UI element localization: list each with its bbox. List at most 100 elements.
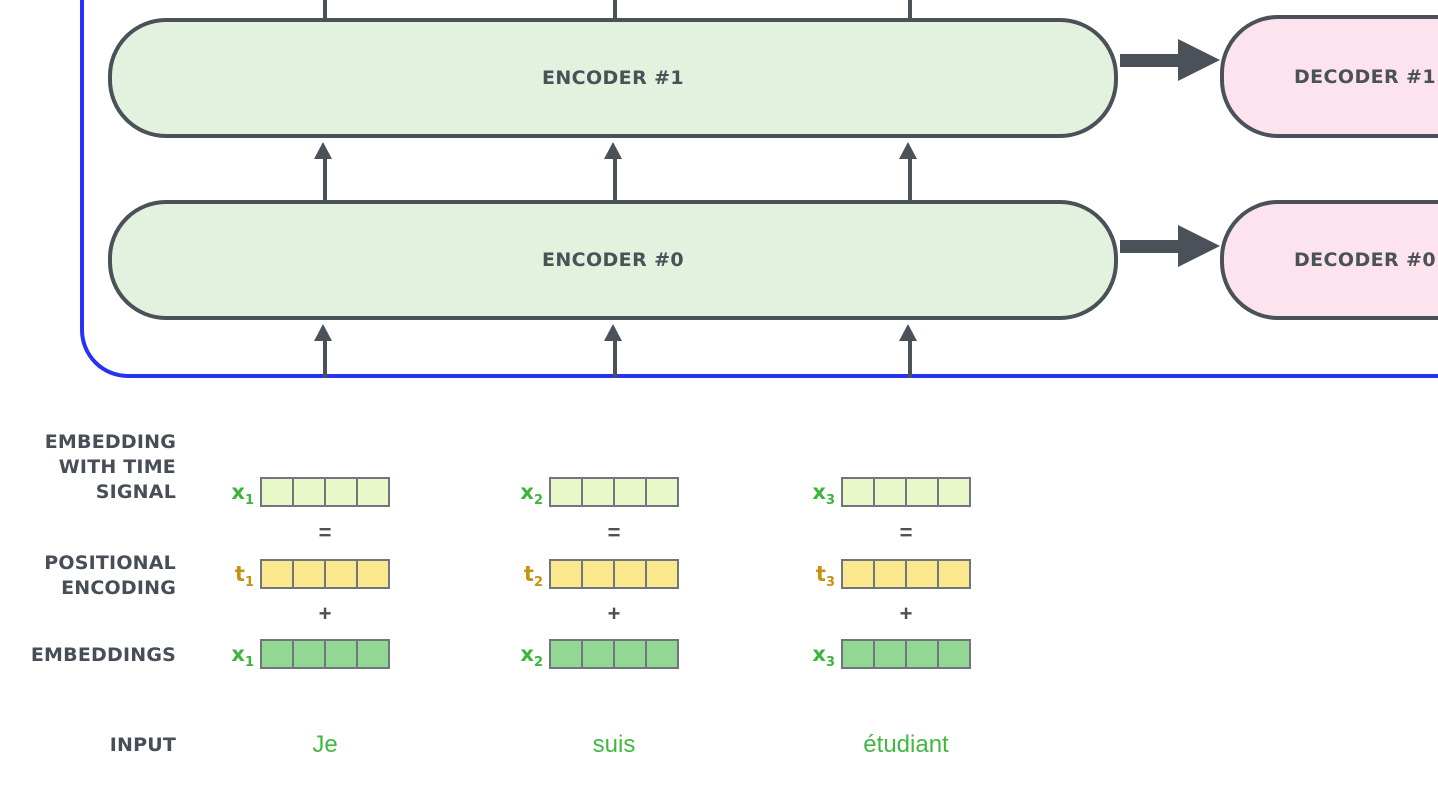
positional-vector-label: t3 bbox=[815, 562, 835, 591]
encoder-0-label: ENCODER #0 bbox=[541, 249, 685, 271]
up-arrow-icon bbox=[899, 324, 917, 341]
up-arrow-stem bbox=[908, 338, 912, 378]
label-line: WITH TIME bbox=[58, 456, 176, 478]
vector-cell bbox=[262, 641, 294, 667]
equals-sign: = bbox=[899, 520, 913, 545]
vector-cell bbox=[326, 479, 358, 505]
vector-cell bbox=[843, 479, 875, 505]
row-label-embeddings: EMBEDDINGS bbox=[0, 643, 176, 668]
vector-cell bbox=[583, 479, 615, 505]
vector-cell bbox=[294, 561, 326, 587]
time-signal-vector bbox=[841, 477, 971, 507]
vector-cell bbox=[907, 641, 939, 667]
embedding-vector-label: x2 bbox=[520, 642, 543, 671]
vector-cell bbox=[907, 561, 939, 587]
vector-cell bbox=[939, 641, 969, 667]
label-line: INPUT bbox=[109, 734, 176, 756]
time-signal-vector bbox=[260, 477, 390, 507]
row-label-embedding-with-time-signal: EMBEDDING WITH TIME SIGNAL bbox=[0, 430, 176, 505]
label-line: EMBEDDING bbox=[44, 431, 176, 453]
word-column-3: x3 = t3 + x3 étudiant bbox=[812, 430, 971, 793]
encoder-to-decoder-arrow-stem bbox=[1120, 54, 1180, 67]
up-arrow-icon bbox=[604, 142, 622, 159]
positional-encoding-vector bbox=[549, 559, 679, 589]
label-line: SIGNAL bbox=[95, 481, 176, 503]
time-signal-vector bbox=[549, 477, 679, 507]
vector-cell bbox=[647, 641, 677, 667]
up-arrow-stem bbox=[908, 156, 912, 204]
vector-cell bbox=[326, 641, 358, 667]
embedding-vector bbox=[549, 639, 679, 669]
vector-cell bbox=[615, 479, 647, 505]
row-label-positional-encoding: POSITIONAL ENCODING bbox=[0, 551, 176, 601]
plus-sign: + bbox=[318, 601, 332, 626]
vector-cell bbox=[647, 479, 677, 505]
positional-encoding-vector bbox=[260, 559, 390, 589]
encoder-to-decoder-arrow-stem bbox=[1120, 240, 1180, 253]
vector-cell bbox=[551, 561, 583, 587]
up-arrow-icon bbox=[314, 142, 332, 159]
vector-cell bbox=[875, 479, 907, 505]
vector-cell bbox=[875, 641, 907, 667]
decoder-1-box: DECODER #1 bbox=[1220, 15, 1438, 138]
input-word: Je bbox=[312, 731, 338, 758]
plus-sign: + bbox=[899, 601, 913, 626]
output-line-icon bbox=[908, 0, 912, 20]
vector-cell bbox=[875, 561, 907, 587]
label-line: EMBEDDINGS bbox=[30, 644, 176, 666]
vector-cell bbox=[583, 641, 615, 667]
time-signal-vector-label: x1 bbox=[231, 480, 254, 509]
up-arrow-stem bbox=[613, 338, 617, 378]
time-signal-vector-label: x3 bbox=[812, 480, 835, 509]
up-arrow-stem bbox=[323, 338, 327, 378]
vector-cell bbox=[647, 561, 677, 587]
vector-cell bbox=[907, 479, 939, 505]
vector-cell bbox=[583, 561, 615, 587]
vector-cell bbox=[551, 641, 583, 667]
vector-cell bbox=[615, 561, 647, 587]
vector-cell bbox=[615, 641, 647, 667]
input-word: étudiant bbox=[863, 731, 949, 758]
up-arrow-icon bbox=[604, 324, 622, 341]
positional-vector-label: t1 bbox=[234, 562, 254, 591]
vector-cell bbox=[358, 561, 388, 587]
vector-cell bbox=[294, 479, 326, 505]
encoder-0-box: ENCODER #0 bbox=[108, 200, 1118, 320]
word-column-1: x1 = t1 + x1 Je bbox=[231, 430, 390, 793]
equals-sign: = bbox=[318, 520, 332, 545]
time-signal-vector-label: x2 bbox=[520, 480, 543, 509]
decoder-0-box: DECODER #0 bbox=[1220, 200, 1438, 320]
output-line-icon bbox=[613, 0, 617, 20]
decoder-0-label: DECODER #0 bbox=[1294, 249, 1436, 271]
positional-encoding-vector bbox=[841, 559, 971, 589]
equals-sign: = bbox=[607, 520, 621, 545]
vector-cell bbox=[326, 561, 358, 587]
embedding-vector bbox=[841, 639, 971, 669]
vector-cell bbox=[294, 641, 326, 667]
positional-vector-label: t2 bbox=[523, 562, 543, 591]
vector-cell bbox=[843, 641, 875, 667]
vector-cell bbox=[939, 561, 969, 587]
embedding-vector-label: x3 bbox=[812, 642, 835, 671]
embedding-vector bbox=[260, 639, 390, 669]
output-line-icon bbox=[323, 0, 327, 20]
vector-cell bbox=[843, 561, 875, 587]
stack-outline-box bbox=[80, 0, 1438, 378]
decoder-1-label: DECODER #1 bbox=[1294, 65, 1436, 88]
up-arrow-stem bbox=[613, 156, 617, 204]
vector-cell bbox=[262, 479, 294, 505]
vector-cell bbox=[939, 479, 969, 505]
right-arrow-icon bbox=[1178, 39, 1220, 81]
right-arrow-icon bbox=[1178, 225, 1220, 267]
vector-cell bbox=[262, 561, 294, 587]
word-column-2: x2 = t2 + x2 suis bbox=[520, 430, 679, 793]
plus-sign: + bbox=[607, 601, 621, 626]
input-word: suis bbox=[592, 731, 636, 758]
label-line: ENCODING bbox=[61, 577, 176, 599]
row-label-input: INPUT bbox=[0, 733, 176, 758]
encoder-1-label: ENCODER #1 bbox=[541, 67, 685, 89]
up-arrow-stem bbox=[323, 156, 327, 204]
vector-cell bbox=[358, 479, 388, 505]
vector-cell bbox=[358, 641, 388, 667]
